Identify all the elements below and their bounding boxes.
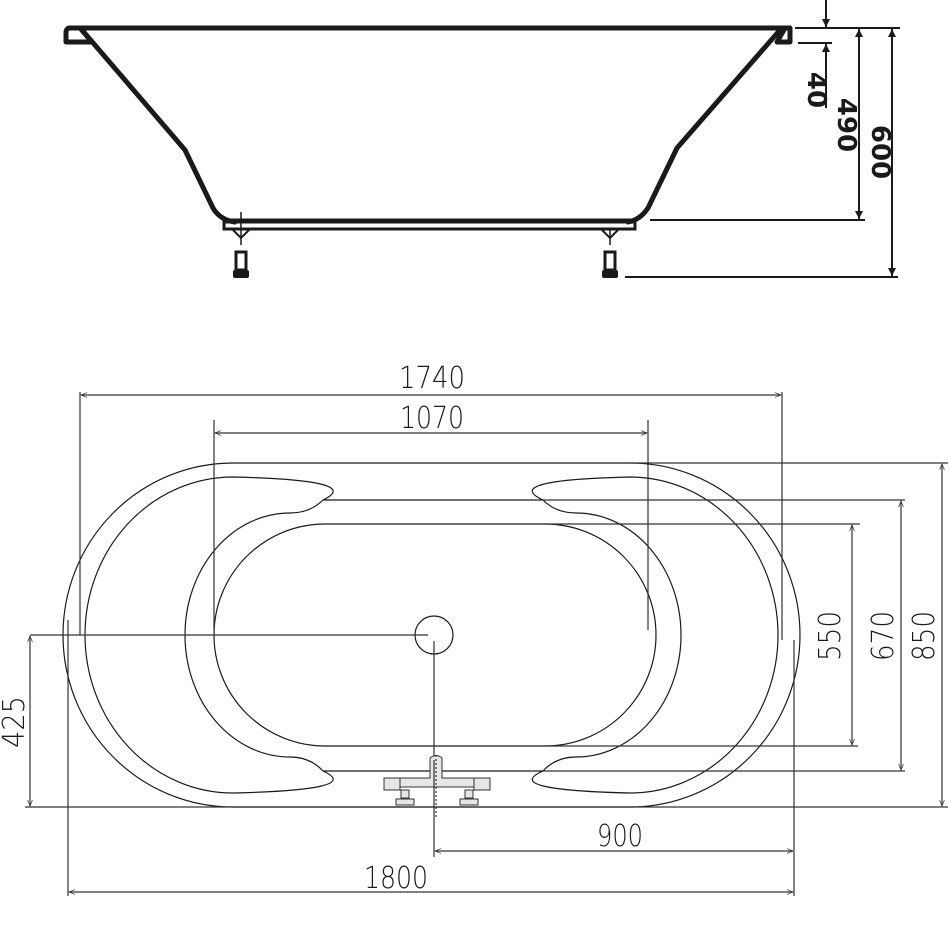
dim-drain-offset-side: 425 xyxy=(0,696,32,748)
left-wall xyxy=(79,27,238,225)
dim-drain-offset-length: 900 xyxy=(597,819,643,854)
dim-total-height: 600 xyxy=(865,125,895,179)
right-wall xyxy=(625,27,783,225)
dim-total-width: 850 xyxy=(907,611,942,661)
support-frame xyxy=(222,220,637,231)
overflow-fitting xyxy=(383,755,491,818)
foot-right xyxy=(601,229,619,278)
dim-inner-depth: 490 xyxy=(831,98,861,152)
dim-inner-length: 1740 xyxy=(399,361,465,396)
foot-left xyxy=(232,212,250,278)
seat-right-curve xyxy=(542,499,682,772)
dim-mid-width: 670 xyxy=(866,611,901,661)
dim-basin-flat-length: 1070 xyxy=(400,401,464,436)
dim-total-length: 1800 xyxy=(364,861,428,896)
dim-rim-thickness: 40 xyxy=(801,72,831,108)
side-view: 40 490 600 xyxy=(63,0,900,278)
dim-inner-width: 550 xyxy=(813,611,848,661)
rim-left xyxy=(63,25,95,45)
top-view: 1740 1070 900 1800 425 550 670 850 xyxy=(0,361,948,896)
rim-right xyxy=(67,25,793,45)
